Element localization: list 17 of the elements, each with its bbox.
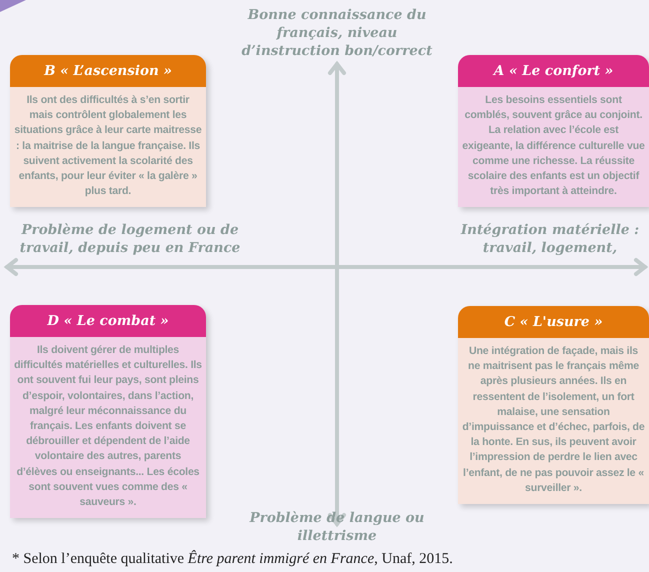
card-title: D « Le combat » [10,305,206,337]
axis-label: Problème de logement ou de travail, depuis peu en France [18,221,242,257]
quadrant-card [458,306,649,504]
axis-label: Problème de langue ou illettrisme [248,509,426,545]
quadrant-card [10,305,206,518]
quadrant-card [10,55,206,208]
source-note: * Selon l’enquête qualitative Être parent immigré en France, Unaf, 2015. [12,551,453,568]
card-title: A « Le confort » [458,55,649,87]
card-title: C « L'usure » [458,306,649,338]
card-description: Les besoins essentiels sont comblés, souvent grâce au conjoint. La relation avec l’école est exigeante, la différence culturelle vue comme une richesse. La réussite scolaire des enfants est un objectif très important à atteindre. [461,93,646,200]
card-description: Ils ont des difficultés à s’en sortir mais contrôlent globalement les situations grâce à leur carte maitresse : la maitrise de la langue française. Ils suivent activement la scolarité des enfants, pour leur éviter « la galère » plus tard. [13,93,203,200]
axis-label: Intégration matérielle : travail, logement, [460,221,640,257]
card-description: Ils doivent gérer de multiples difficultés matérielles et culturelles. Ils ont souvent fui leur pays, sont pleins d’espoir, volontaires, dans l’action, malgré leur méconnaissance du français. Les enfants doivent se débrouiller et dépendent de l’aide volontaire des autres, parents d’élèves ou enseignants... Les écoles sont souvent vues comme des « sauveurs ». [13,343,203,510]
card-description: Une intégration de façade, mais ils ne maitrisent pas le français même après plusieurs années. Ils en ressentent de l’isolement, un fort malaise, une sensation d’impuissance et d’échec, parfois, de la honte. En sus, ils peuvent avoir l’impression de perdre le lien avec l’enfant, de ne pas pouvoir assez le « surveiller ». [461,344,646,496]
card-title: B « L’ascension » [10,55,206,87]
axis-label: Bonne connaissance du français, niveau d’instruction bon/correct [240,6,434,60]
quadrant-card [458,55,649,208]
